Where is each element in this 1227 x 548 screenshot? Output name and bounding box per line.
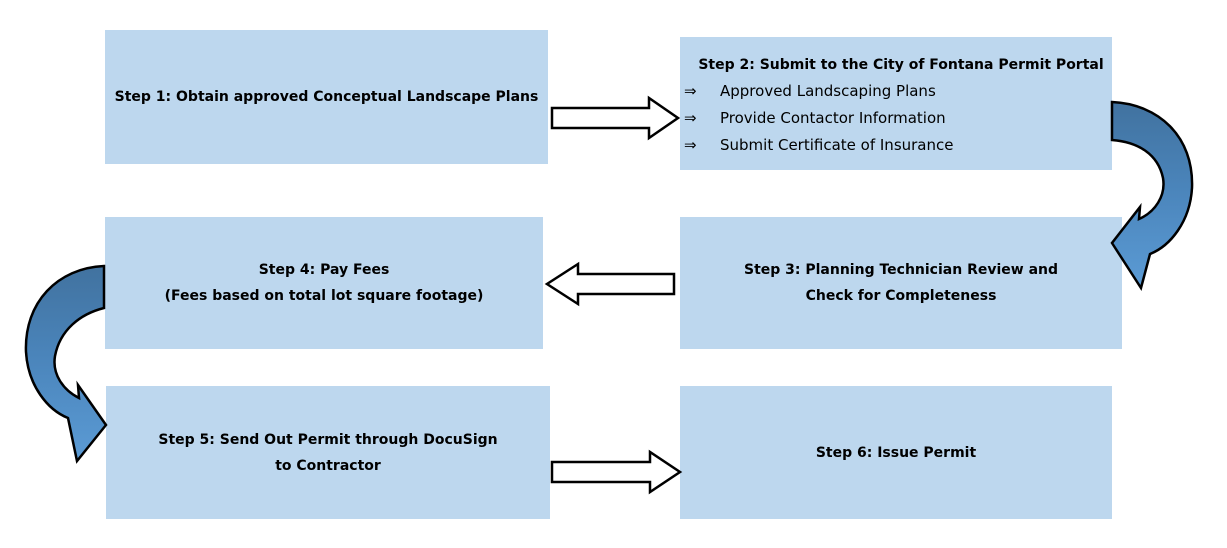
step-2-list-item: ⇒ Approved Landscaping Plans [684, 77, 1112, 104]
step-2-list: ⇒ Approved Landscaping Plans ⇒ Provide C… [680, 77, 1112, 158]
step-3-box: Step 3: Planning Technician Review and C… [680, 217, 1122, 349]
right-block-arrow-icon [550, 449, 683, 495]
step-2-item-text: Approved Landscaping Plans [720, 81, 936, 100]
step-6-box: Step 6: Issue Permit [680, 386, 1112, 519]
step-3-text-line-1: Step 3: Planning Technician Review and [743, 262, 1059, 278]
step-2-list-item: ⇒ Provide Contactor Information [684, 104, 1112, 131]
step-6-text: Step 6: Issue Permit [815, 444, 977, 461]
step-2-title: Step 2: Submit to the City of Fontana Pe… [698, 57, 1104, 73]
right-block-arrow-icon [550, 95, 681, 141]
double-arrow-icon: ⇒ [684, 81, 697, 100]
step-5-box: Step 5: Send Out Permit through DocuSign… [106, 386, 550, 519]
double-arrow-icon: ⇒ [684, 108, 697, 127]
step-3-text-line-2: Check for Completeness [805, 288, 997, 304]
step-2-item-text: Provide Contactor Information [720, 108, 946, 127]
step-2-list-item: ⇒ Submit Certificate of Insurance [684, 131, 1112, 158]
step-4-text-line-2: (Fees based on total lot square footage) [164, 288, 484, 304]
step-1-box: Step 1: Obtain approved Conceptual Lands… [105, 30, 548, 164]
curved-arrow-down-icon [24, 264, 108, 464]
step-5-text-line-2: to Contractor [275, 457, 381, 474]
step-4-box: Step 4: Pay Fees (Fees based on total lo… [105, 217, 543, 349]
curved-arrow-down-icon [1110, 100, 1194, 292]
step-2-box: Step 2: Submit to the City of Fontana Pe… [680, 37, 1112, 170]
left-block-arrow-icon [544, 261, 676, 307]
double-arrow-icon: ⇒ [684, 135, 697, 154]
step-5-text-line-1: Step 5: Send Out Permit through DocuSign [158, 431, 498, 448]
step-1-text: Step 1: Obtain approved Conceptual Lands… [114, 89, 539, 105]
step-2-item-text: Submit Certificate of Insurance [720, 135, 954, 154]
step-4-text-line-1: Step 4: Pay Fees [258, 262, 390, 278]
